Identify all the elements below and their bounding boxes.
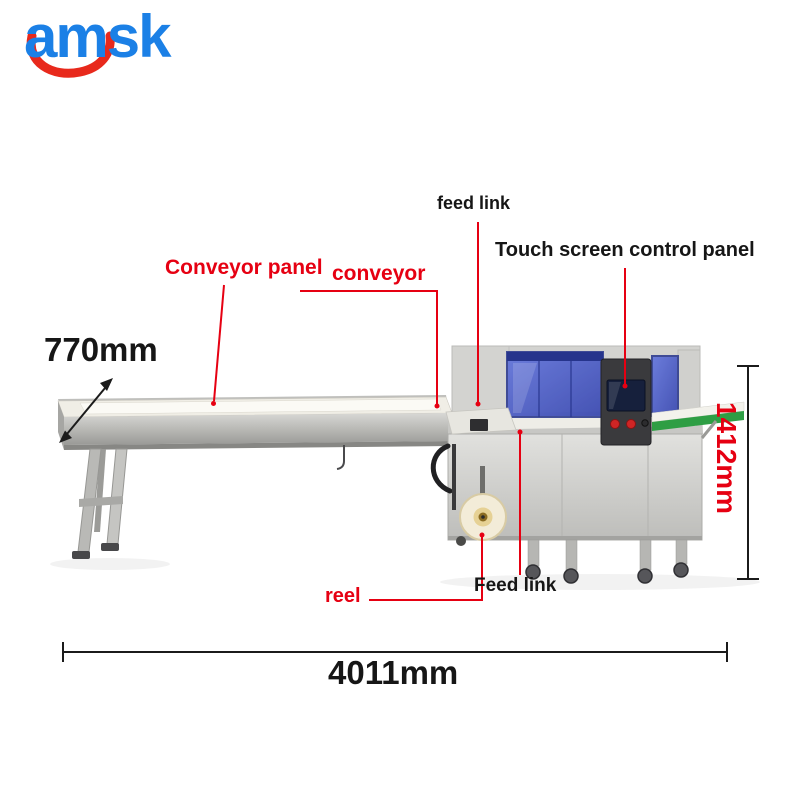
dimension-length-4011mm: 4011mm [328,654,459,691]
label-feed-link-top: feed link [437,193,511,213]
caster-wheels [525,539,689,584]
control-buttons [610,419,649,429]
dimension-lines [59,365,759,662]
logo-swoosh-icon [26,31,115,78]
logo-text: amsk [24,3,171,70]
film-reel [456,466,507,546]
feed-link-parts [430,407,517,510]
label-reel: reel [325,585,361,607]
dimension-line-770 [59,378,113,443]
conveyor-legs [72,448,128,559]
film-hood [506,351,679,418]
label-conveyor-panel: Conveyor panel [165,256,323,279]
dimension-line-4011 [62,642,728,662]
infeed-conveyor [57,395,453,470]
label-feed-link-bottom: Feed link [474,575,557,596]
annotation-leader-lines [211,222,628,601]
label-conveyor: conveyor [332,262,426,285]
dimension-line-1412 [737,365,759,580]
dimension-height-1412mm: 1412mm [711,402,742,515]
floor-shadow [50,558,760,590]
leader-reel [369,537,483,601]
control-panel [600,358,652,446]
dimension-width-770mm: 770mm [44,331,158,368]
discharge-conveyor [651,401,745,439]
label-touch-screen-control-panel: Touch screen control panel [495,239,755,261]
leader-conveyor-panel [213,284,225,402]
leader-conveyor [300,290,438,404]
brand-logo: amsk [18,4,238,88]
